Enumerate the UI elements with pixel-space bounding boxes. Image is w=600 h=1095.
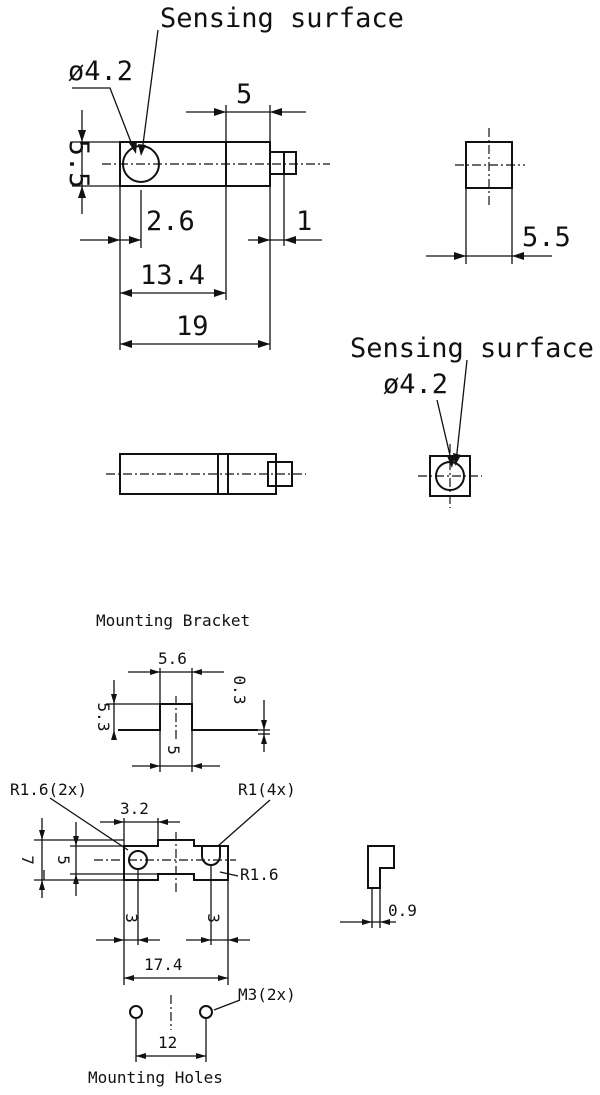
dim-5-6-label: 5.6 bbox=[158, 649, 187, 668]
mounting-holes-title: Mounting Holes bbox=[88, 1068, 223, 1087]
dim-0-9-label: 0.9 bbox=[388, 901, 417, 920]
dim-1-label: 1 bbox=[296, 206, 312, 237]
diameter-label: ø4.2 bbox=[68, 56, 133, 87]
r1-6-label: R1.6 bbox=[240, 865, 279, 884]
dim-1: 1 bbox=[225, 174, 322, 350]
dim-7-label: 7 bbox=[18, 855, 37, 865]
r1-6-2x-label: R1.6(2x) bbox=[10, 780, 87, 799]
dim-5-label: 5 bbox=[236, 79, 252, 110]
dim-12-label: 12 bbox=[158, 1033, 177, 1052]
dim-19-label: 19 bbox=[176, 311, 209, 342]
sensor-front-view bbox=[418, 359, 482, 508]
dim-5-side-label: 5 bbox=[54, 855, 73, 865]
sensor-top-view bbox=[106, 453, 306, 495]
diameter-leader bbox=[72, 87, 135, 151]
dim-5-3-label: 5.3 bbox=[94, 703, 113, 732]
bracket-end-view: 0.9 bbox=[340, 845, 417, 928]
dim-5-5-height-label: 5.5 bbox=[63, 140, 94, 189]
dim-3-2: 3.2 bbox=[100, 799, 180, 846]
sensing-surface-label-2: Sensing surface bbox=[350, 333, 594, 364]
mounting-hole-right bbox=[199, 1005, 213, 1019]
r1-4x-label: R1(4x) bbox=[238, 780, 296, 799]
sensor-side-view bbox=[102, 141, 330, 187]
dim-13-4-label: 13.4 bbox=[140, 260, 205, 291]
dim-3-left: 3 bbox=[96, 869, 160, 985]
m3-label: M3(2x) bbox=[238, 985, 296, 1004]
dim-2-6: 2.6 bbox=[80, 186, 195, 350]
dim-3-right-label: 3 bbox=[204, 913, 223, 923]
sensing-surface-label: Sensing surface bbox=[160, 3, 404, 34]
bracket-side-view: 5.6 5.3 0.3 5 bbox=[94, 649, 270, 772]
bracket-plan-view bbox=[43, 797, 271, 892]
sensing-surface-leader bbox=[141, 29, 159, 153]
dim-17-4-label: 17.4 bbox=[144, 955, 183, 974]
diameter-label-2: ø4.2 bbox=[383, 369, 448, 400]
dim-5-top: 5 bbox=[186, 79, 306, 142]
dim-3-left-label: 3 bbox=[122, 913, 141, 923]
sensor-end-view: 5.5 bbox=[426, 128, 571, 264]
bracket-title: Mounting Bracket bbox=[96, 611, 250, 630]
bracket-slot-right bbox=[201, 846, 221, 866]
dim-17-4: 17.4 bbox=[124, 955, 228, 981]
dim-0-3-label: 0.3 bbox=[230, 676, 249, 705]
mounting-holes-view: M3(2x) 12 Mounting Holes bbox=[88, 985, 296, 1087]
dim-5-side-vertical: 5 bbox=[54, 822, 158, 896]
dim-5-bracket-label: 5 bbox=[164, 745, 183, 755]
dim-19: 19 bbox=[120, 311, 270, 348]
dim-13-4: 13.4 bbox=[120, 260, 226, 297]
dim-2-6-label: 2.6 bbox=[146, 206, 195, 237]
mounting-hole-left bbox=[129, 1005, 143, 1019]
dim-5-5-vertical: 5.5 bbox=[63, 110, 120, 214]
end-view-width-label: 5.5 bbox=[522, 222, 571, 253]
dim-7-vertical: 7 bbox=[18, 818, 124, 898]
dim-3-right: 3 bbox=[186, 865, 250, 985]
dim-3-2-label: 3.2 bbox=[120, 799, 149, 818]
